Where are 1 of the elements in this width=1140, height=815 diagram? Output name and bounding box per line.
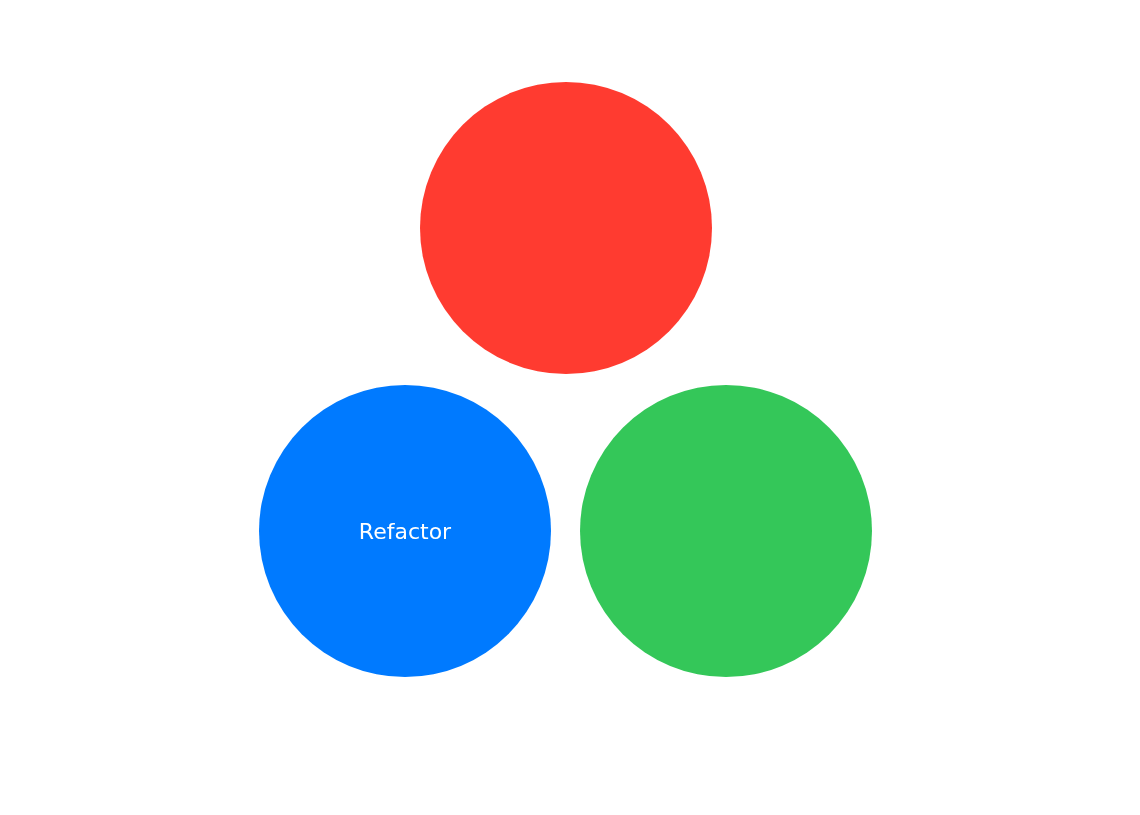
circle-node: Refactor (259, 385, 551, 677)
